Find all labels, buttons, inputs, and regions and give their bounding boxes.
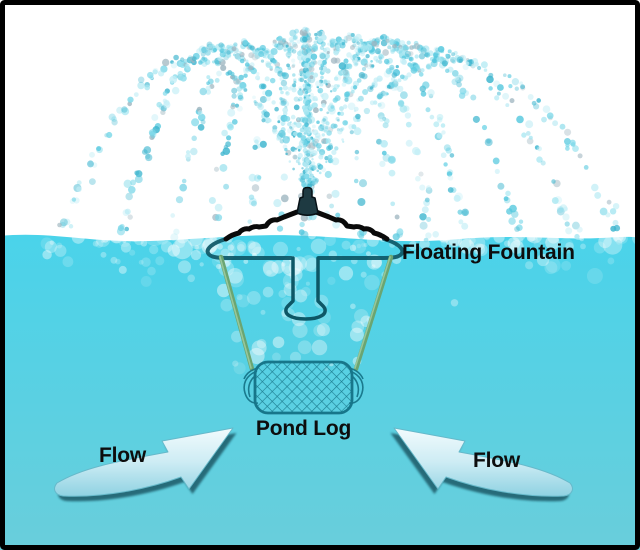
rope-right — [353, 254, 394, 372]
floating-fountain-label: Floating Fountain — [402, 241, 575, 264]
net-ruffle-left — [243, 367, 259, 404]
net-ruffle-right — [348, 367, 364, 404]
rope-left-highlight — [219, 256, 252, 369]
pond-log — [243, 360, 364, 415]
pump-tube — [284, 256, 327, 321]
pond-log-label: Pond Log — [255, 417, 352, 440]
fountain-nozzle — [296, 186, 319, 216]
flow-label-right: Flow — [473, 449, 521, 472]
pond-log-net — [253, 360, 354, 415]
float-deck-outline — [223, 209, 390, 242]
mooring-ropes — [218, 254, 394, 372]
flow-label-left: Flow — [99, 444, 147, 467]
rope-right-highlight — [354, 256, 391, 369]
spray-dots — [57, 26, 622, 248]
